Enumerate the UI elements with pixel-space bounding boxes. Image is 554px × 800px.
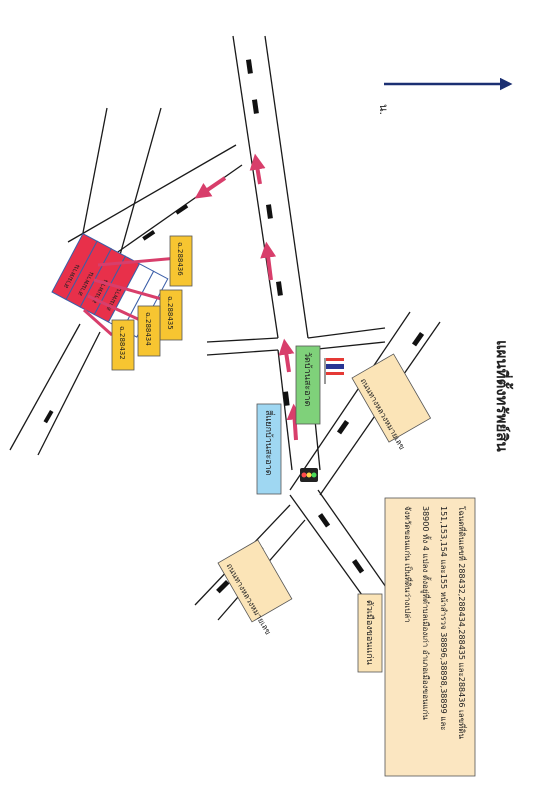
upper-diagonal-road <box>67 144 243 255</box>
svg-text:ฉ.288432: ฉ.288432 <box>118 326 126 360</box>
info-line-3: 38900 ทั้ง 4 แปลง ตั้งอยู่ที่ตำบลเมืองเก… <box>420 506 432 720</box>
road-label-1: ถนนทางหลวงหมายเลข <box>351 353 432 451</box>
main-road-north <box>232 35 309 339</box>
left-branch-road <box>9 107 162 456</box>
road-label-2: ถนนทางหลวงหมายเลข <box>217 539 293 636</box>
map-title: แผนที่ตั้งทรัพย์สิน <box>493 340 514 452</box>
road-label-3: ตัวเมืองขอนแก่น <box>357 593 383 673</box>
svg-text:ฉ.288436: ฉ.288436 <box>176 242 184 276</box>
side-street <box>206 327 386 356</box>
junction-label: สี่แยกบ้านสะอาด <box>256 403 282 495</box>
info-line-2: 151,153,154 และ155 หน้าสำรวจ 38896,38898… <box>439 506 448 731</box>
plot-label-1: ฉ.288436 <box>169 235 193 287</box>
svg-text:ตัวเมืองขอนแก่น: ตัวเมืองขอนแก่น <box>364 600 375 665</box>
flag-icon <box>324 358 344 384</box>
leader-lines <box>83 256 179 337</box>
svg-text:ฉ.288434: ฉ.288434 <box>144 312 152 346</box>
info-line-4: จังหวัดขอนแก่น เป็นที่ดินว่างเปล่า <box>403 506 414 623</box>
traffic-light-icon <box>300 468 318 482</box>
svg-text:วัดบ้านสะอาด: วัดบ้านสะอาด <box>302 352 313 407</box>
north-label: น. <box>377 104 390 115</box>
route-arrows <box>194 153 303 441</box>
temple-label: วัดบ้านสะอาด <box>295 345 321 425</box>
info-line-1: โฉนดที่ดินเลขที่ 288432,288434,288435 แล… <box>457 506 468 740</box>
info-box: โฉนดที่ดินเลขที่ 288432,288434,288435 แล… <box>384 497 476 777</box>
svg-text:ฉ.288435: ฉ.288435 <box>166 296 174 330</box>
plot-label-2: ฉ.288435 <box>159 289 183 341</box>
svg-text:สี่แยกบ้านสะอาด: สี่แยกบ้านสะอาด <box>263 410 276 476</box>
plot-label-3: ฉ.288434 <box>137 305 161 357</box>
plot-label-4: ฉ.288432 <box>111 319 135 371</box>
